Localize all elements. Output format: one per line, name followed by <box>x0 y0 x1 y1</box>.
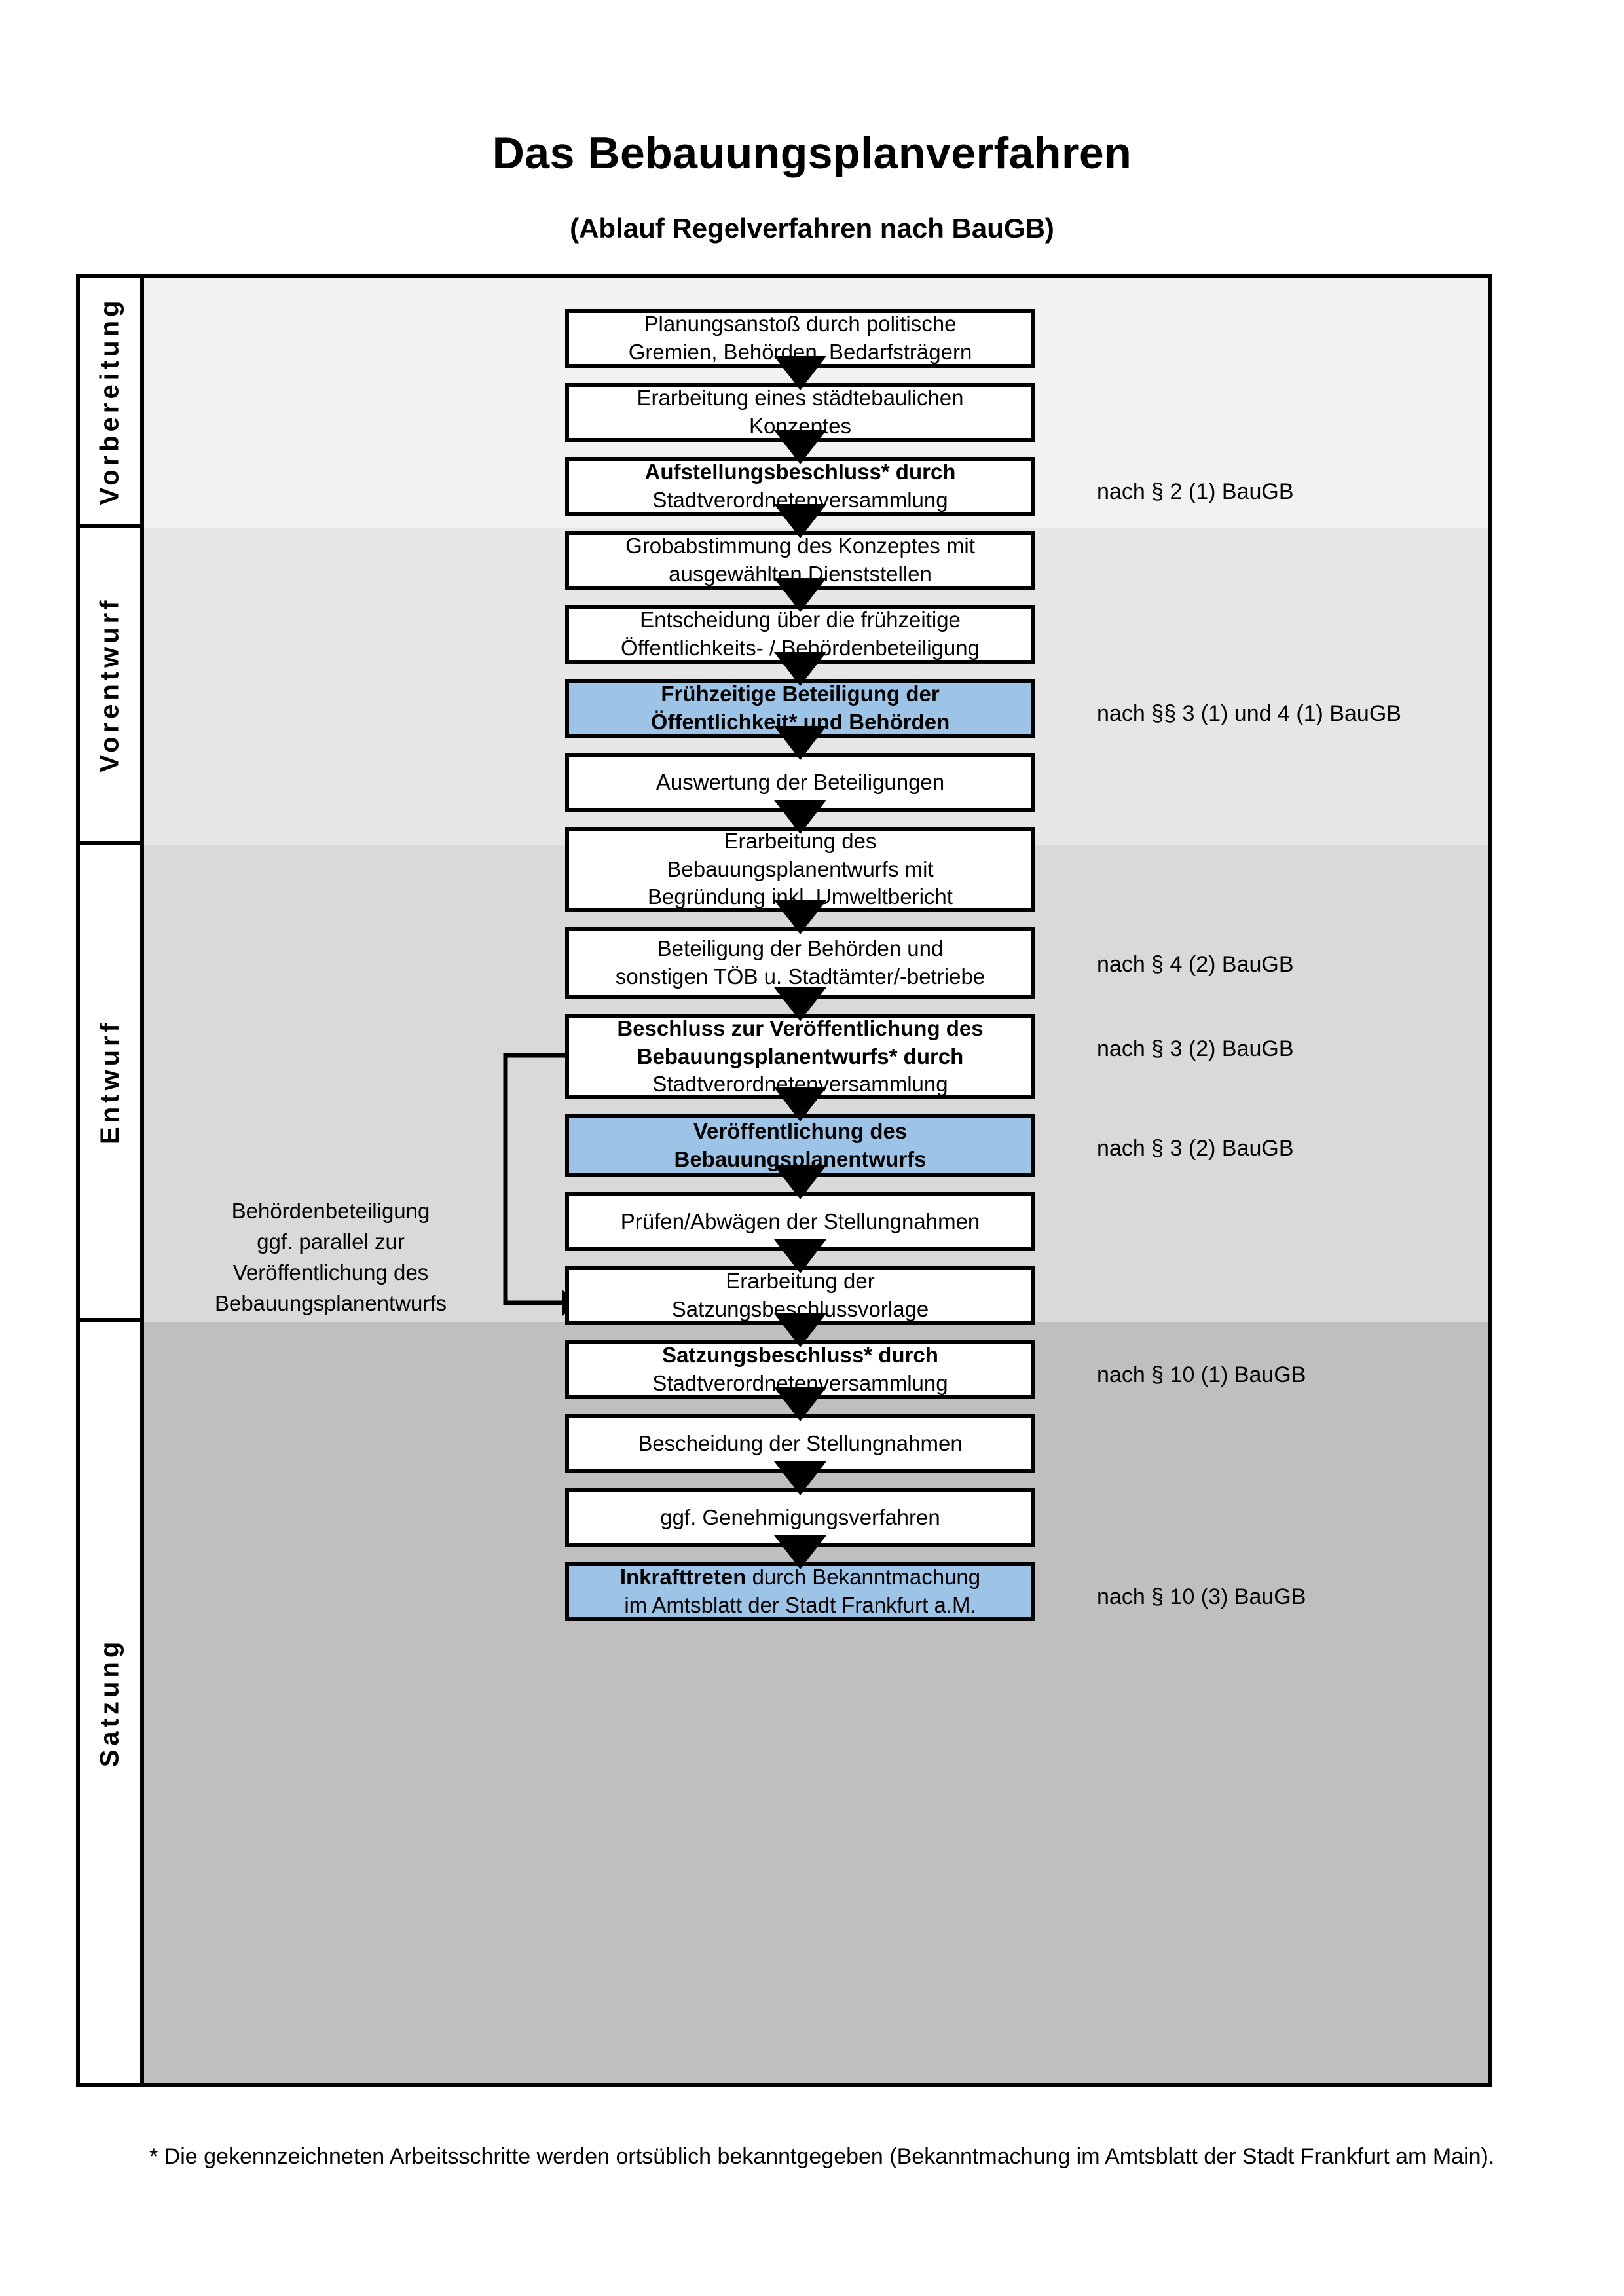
step-box-erarbeitung-entwurf[interactable]: Erarbeitung des Bebauungsplanentwurfs mi… <box>565 827 1035 912</box>
flow-arrow-down <box>774 726 826 760</box>
flow-arrow-down <box>774 1313 826 1347</box>
sidenote-line: Veröffentlichung des <box>232 1260 429 1285</box>
flow-arrow-down <box>774 504 826 538</box>
annotation-par3-2b: nach § 3 (2) BauGB <box>1097 1136 1294 1161</box>
phase-label-vorentwurf: Vorentwurf <box>80 528 144 845</box>
step-line: sonstigen TÖB u. Stadtämter/-betriebe <box>615 964 986 989</box>
page-subtitle: (Ablauf Regelverfahren nach BauGB) <box>570 213 1054 244</box>
step-box-inkrafttreten[interactable]: Inkrafttreten durch Bekanntmachung im Am… <box>565 1562 1035 1621</box>
flowchart-frame: Vorbereitung Vorentwurf Entwurf Satzung … <box>76 274 1492 2087</box>
phase-label-satzung: Satzung <box>80 1322 144 2083</box>
flow-arrow-down <box>774 578 826 612</box>
phase-label-text: Vorentwurf <box>95 596 124 773</box>
step-line: Veröffentlichung des <box>693 1119 908 1144</box>
phase-label-text: Vorbereitung <box>95 297 124 505</box>
phase-label-text: Entwurf <box>95 1019 124 1144</box>
annotation-par2: nach § 2 (1) BauGB <box>1097 479 1294 504</box>
step-line: Auswertung der Beteiligungen <box>655 769 945 794</box>
step-box-beteiligung-behoerden[interactable]: Beteiligung der Behörden und sonstigen T… <box>565 927 1035 999</box>
step-line: Bebauungsplanentwurfs mit <box>667 856 934 881</box>
step-line: Bescheidung der Stellungnahmen <box>638 1430 963 1455</box>
annotation-par3-2a: nach § 3 (2) BauGB <box>1097 1036 1294 1061</box>
step-box-entscheidung-fruehzeitig[interactable]: Entscheidung über die frühzeitige Öffent… <box>565 605 1035 664</box>
flow-arrow-down <box>774 800 826 834</box>
step-line: Planungsanstoß durch politische <box>644 312 957 337</box>
flow-arrow-down <box>774 1087 826 1121</box>
sidenote-parallel-behoerdenbeteiligung: Behördenbeteiligung ggf. parallel zur Ve… <box>174 1196 488 1319</box>
step-line: ggf. Genehmigungsverfahren <box>660 1504 940 1529</box>
step-line: Beteiligung der Behörden und <box>657 936 944 961</box>
annotation-par10-3: nach § 10 (3) BauGB <box>1097 1584 1306 1609</box>
page-title: Das Bebauungsplanverfahren <box>492 128 1132 178</box>
flow-arrow-down <box>774 900 826 934</box>
flow-arrow-down <box>774 652 826 686</box>
step-box-satzungsbeschluss[interactable]: Satzungsbeschluss* durch Stadtverordnete… <box>565 1340 1035 1399</box>
step-line-emphasis: Inkrafttreten <box>619 1565 747 1590</box>
phase-label-entwurf: Entwurf <box>80 845 144 1322</box>
step-line: Prüfen/Abwägen der Stellungnahmen <box>620 1209 980 1233</box>
sidenote-line: ggf. parallel zur <box>257 1229 405 1254</box>
annotation-par4-2: nach § 4 (2) BauGB <box>1097 952 1294 977</box>
flow-arrow-down <box>774 1461 826 1495</box>
flow-arrow-down <box>774 987 826 1021</box>
annotation-par3-4: nach §§ 3 (1) und 4 (1) BauGB <box>1097 701 1401 726</box>
step-line: Bebauungsplanentwurfs* durch <box>637 1044 964 1068</box>
footnote: * Die gekennzeichneten Arbeitsschritte w… <box>149 2144 1495 2169</box>
sidenote-line: Bebauungsplanentwurfs <box>214 1290 447 1315</box>
flow-arrow-down <box>774 1387 826 1421</box>
step-box-beschluss-veroeffentlichung[interactable]: Beschluss zur Veröffentlichung des Bebau… <box>565 1014 1035 1099</box>
phase-label-text: Satzung <box>95 1637 124 1768</box>
phase-label-vorbereitung: Vorbereitung <box>80 278 144 528</box>
flow-arrow-down <box>774 356 826 390</box>
step-line: im Amtsblatt der Stadt Frankfurt a.M. <box>624 1593 976 1617</box>
annotation-par10-1: nach § 10 (1) BauGB <box>1097 1362 1306 1387</box>
flow-arrow-down <box>774 430 826 464</box>
flow-arrow-down <box>774 1165 826 1199</box>
sidenote-line: Behördenbeteiligung <box>231 1199 430 1223</box>
flow-arrow-down <box>774 1239 826 1273</box>
flow-arrow-down <box>774 1535 826 1569</box>
